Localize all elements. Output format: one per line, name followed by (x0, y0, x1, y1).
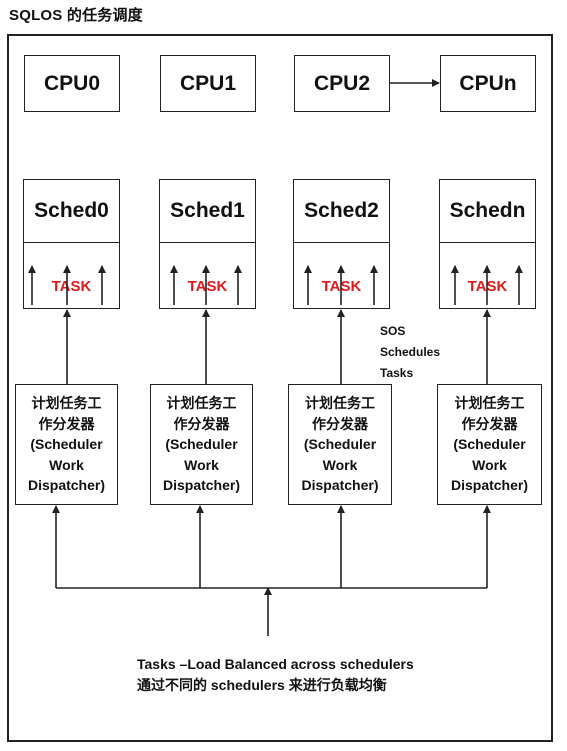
dispatcher-line: Dispatcher) (301, 477, 379, 494)
dispatcher-line: Work (472, 456, 507, 473)
dispatcher-line: 计划任务工 (31, 395, 102, 412)
dispatcher-line: 计划任务工 (166, 395, 237, 412)
dispatcher-line: (Scheduler (303, 436, 377, 453)
dispatcher-line: Dispatcher) (450, 477, 529, 494)
scheduler-box-1: Sched1 TASK (159, 179, 256, 309)
caption-line-zh: 通过不同的 schedulers 来进行负载均衡 (137, 677, 387, 693)
dispatcher-box-2: 计划任务工 作分发器 (Scheduler Work Dispatcher) (288, 384, 392, 505)
dispatcher-box-1: 计划任务工 作分发器 (Scheduler Work Dispatcher) (150, 384, 253, 505)
dispatcher-line: Work (184, 456, 219, 473)
scheduler-box-0: Sched0 TASK (23, 179, 120, 309)
dispatcher-line: 作分发器 (173, 415, 230, 432)
dispatcher-line: 作分发器 (312, 415, 368, 432)
cpu-box-2: CPU2 (294, 55, 390, 112)
sos-note-line: SOS (380, 324, 406, 338)
scheduler-name: Schedn (440, 180, 535, 243)
sos-note: SOS Schedules Tasks (380, 321, 440, 384)
dispatcher-line: 计划任务工 (305, 395, 375, 412)
page-title: SQLOS 的任务调度 (9, 7, 143, 24)
sos-note-line: Schedules (380, 345, 441, 359)
dispatcher-line: 计划任务工 (454, 395, 525, 412)
task-label: TASK (51, 278, 92, 295)
dispatcher-line: Dispatcher) (162, 477, 241, 494)
scheduler-name: Sched1 (160, 180, 255, 243)
dispatcher-line: 作分发器 (461, 415, 518, 432)
scheduler-name: Sched0 (24, 180, 119, 243)
cpu-box-1: CPU1 (160, 55, 256, 112)
dispatcher-line: Dispatcher) (27, 477, 106, 494)
scheduler-name: Sched2 (294, 180, 389, 243)
load-balance-caption: Tasks –Load Balanced across schedulers 通… (137, 654, 414, 696)
dispatcher-line: Work (49, 456, 84, 473)
dispatcher-line: (Scheduler (30, 436, 103, 453)
cpu-box-0: CPU0 (24, 55, 120, 112)
cpu-box-n: CPUn (440, 55, 536, 112)
dispatcher-line: Work (322, 456, 358, 473)
dispatcher-line: 作分发器 (38, 415, 95, 432)
dispatcher-line: (Scheduler (165, 436, 238, 453)
dispatcher-line: (Scheduler (453, 436, 526, 453)
task-label: TASK (187, 278, 228, 295)
diagram-frame (7, 34, 553, 742)
caption-line-en: Tasks –Load Balanced across schedulers (137, 656, 414, 672)
sos-note-line: Tasks (380, 366, 414, 380)
dispatcher-box-n: 计划任务工 作分发器 (Scheduler Work Dispatcher) (437, 384, 542, 505)
dispatcher-box-0: 计划任务工 作分发器 (Scheduler Work Dispatcher) (15, 384, 118, 505)
